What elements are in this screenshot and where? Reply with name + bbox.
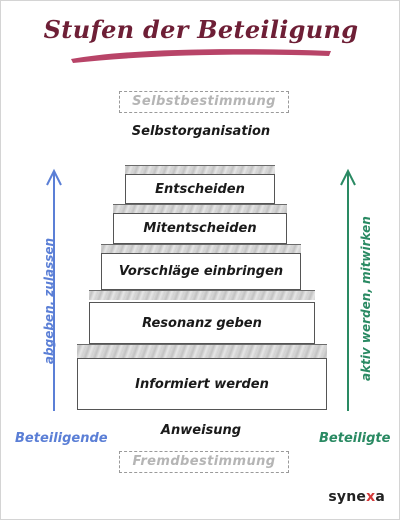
beteiligte-label: Beteiligte	[319, 431, 391, 446]
step-mitentscheiden: Mitentscheiden	[113, 204, 287, 244]
step-label: Resonanz geben	[89, 302, 315, 344]
step-label: Entscheiden	[125, 174, 275, 204]
step-top-surface	[89, 290, 315, 300]
step-entscheiden: Entscheiden	[125, 165, 275, 204]
left-axis-text: abgeben, zulassen	[42, 237, 56, 365]
right-up-arrow	[340, 168, 356, 411]
right-axis-text: aktiv werden, mitwirken	[359, 216, 373, 381]
step-vorschlaege-einbringen: Vorschläge einbringen	[101, 244, 301, 290]
page-title: Stufen der Beteiligung	[43, 15, 359, 44]
beteiligende-label: Beteiligende	[15, 431, 108, 446]
step-label: Informiert werden	[77, 358, 327, 410]
selbstbestimmung-box: Selbstbestimmung	[119, 91, 289, 113]
synexa-logo: synexa	[328, 489, 385, 505]
step-label: Vorschläge einbringen	[101, 253, 301, 290]
logo-text-end: a	[375, 489, 385, 505]
step-resonanz-geben: Resonanz geben	[89, 290, 315, 344]
title-underline-stroke	[71, 49, 331, 63]
logo-text-start: syne	[328, 489, 367, 505]
logo-accent-letter: x	[366, 489, 376, 505]
fremdbestimmung-box: Fremdbestimmung	[119, 451, 289, 473]
step-label: Mitentscheiden	[113, 213, 287, 244]
step-top-surface	[77, 344, 327, 359]
left-up-arrow	[46, 168, 62, 411]
selbstorganisation-label: Selbstorganisation	[131, 124, 271, 139]
anweisung-label: Anweisung	[160, 423, 242, 438]
step-top-surface	[113, 204, 287, 214]
step-top-surface	[101, 244, 301, 254]
step-top-surface	[125, 165, 275, 175]
step-informiert-werden: Informiert werden	[77, 344, 327, 410]
